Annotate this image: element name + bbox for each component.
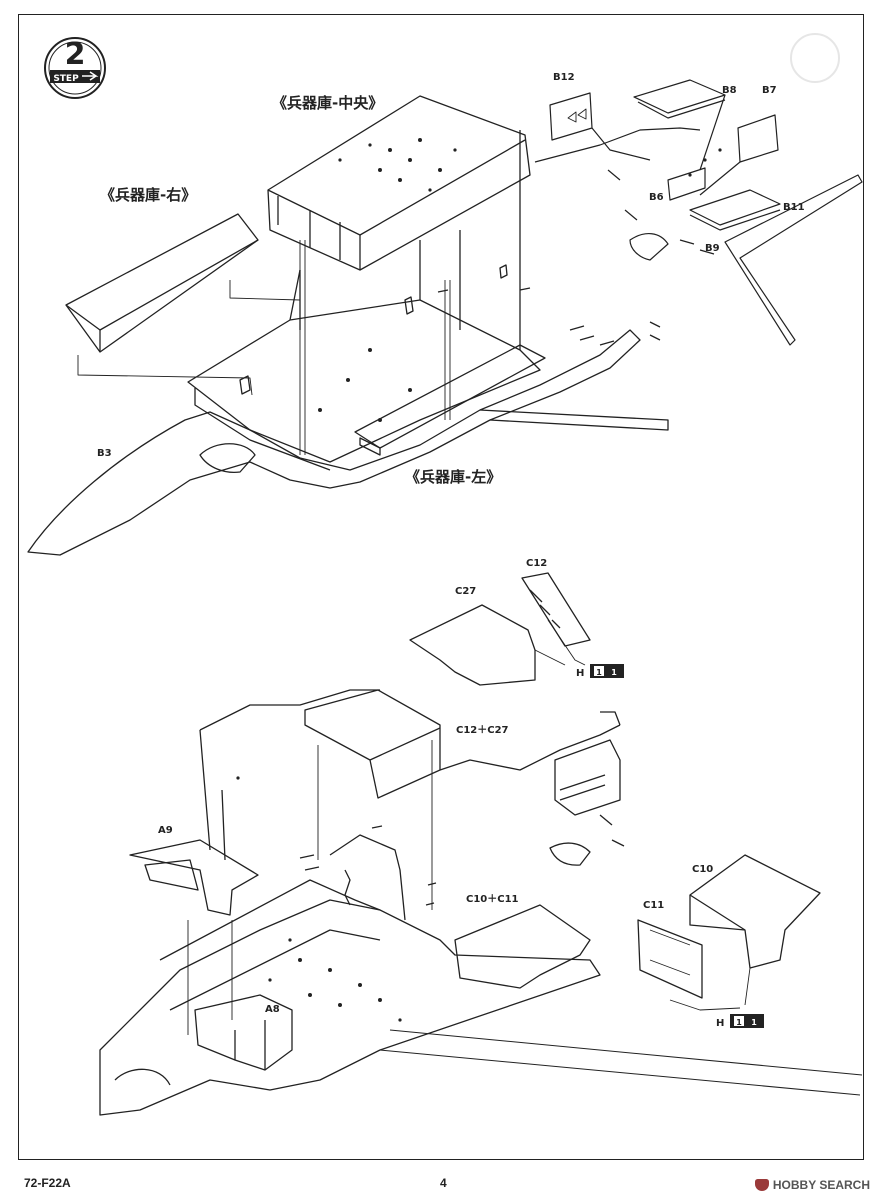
part-label-c11: C11 bbox=[643, 900, 664, 911]
bay-label-left: 《兵器庫-左》 bbox=[405, 468, 501, 486]
part-c12-c27 bbox=[304, 689, 441, 799]
part-label-c12-c27: C12＋C27 bbox=[456, 724, 509, 736]
part-a9 bbox=[129, 839, 259, 916]
part-label-b3: B3 bbox=[97, 448, 112, 459]
part-c10 bbox=[689, 854, 821, 969]
part-label-b6: B6 bbox=[649, 192, 664, 203]
bay-label-center: 《兵器庫-中央》 bbox=[272, 94, 383, 112]
lower-fuselage-outline bbox=[99, 899, 601, 1116]
part-label-a8: A8 bbox=[265, 1004, 280, 1015]
watermark: HOBBY SEARCH bbox=[754, 1178, 870, 1192]
part-a8 bbox=[194, 994, 293, 1071]
right-bay-box bbox=[65, 213, 259, 353]
part-label-b11: B11 bbox=[783, 202, 805, 213]
plane-arrow-icon bbox=[82, 71, 99, 81]
part-label-b12: B12 bbox=[553, 72, 575, 83]
part-label-c12: C12 bbox=[526, 558, 547, 569]
svg-text:H: H bbox=[576, 668, 584, 679]
part-label-c10: C10 bbox=[692, 864, 713, 875]
model-code: 72-F22A bbox=[24, 1176, 71, 1190]
bay-label-right: 《兵器庫-右》 bbox=[100, 186, 196, 204]
part-c10-c11-installed bbox=[454, 904, 591, 989]
part-label-b8: B8 bbox=[722, 85, 737, 96]
fuselage-outline bbox=[27, 329, 641, 556]
svg-text:1: 1 bbox=[751, 1018, 757, 1027]
svg-text:1: 1 bbox=[596, 668, 602, 677]
svg-text:1: 1 bbox=[736, 1018, 742, 1027]
paint-ref-lower: H 1 1 bbox=[716, 1014, 764, 1029]
part-c27 bbox=[409, 604, 536, 686]
part-label-c10-c11: C10＋C11 bbox=[466, 893, 519, 905]
page-number: 4 bbox=[440, 1176, 447, 1190]
part-label-a9: A9 bbox=[158, 825, 173, 836]
step-label: STEP bbox=[53, 74, 79, 84]
ghost-badge-icon bbox=[790, 33, 840, 83]
part-b11-b9 bbox=[689, 189, 781, 226]
step-badge: 2 STEP bbox=[44, 37, 106, 99]
part-b8 bbox=[633, 79, 726, 114]
part-b7 bbox=[737, 114, 779, 163]
hobbysearch-logo-icon bbox=[754, 1179, 769, 1191]
svg-text:1: 1 bbox=[611, 668, 617, 677]
step-number: 2 bbox=[65, 37, 86, 72]
svg-text:H: H bbox=[716, 1018, 724, 1029]
watermark-text: HOBBY SEARCH bbox=[772, 1178, 870, 1192]
part-c11 bbox=[637, 919, 703, 999]
part-label-c27: C27 bbox=[455, 586, 476, 597]
center-bay-box bbox=[267, 95, 531, 271]
part-c12 bbox=[521, 572, 591, 647]
instruction-sheet-frame bbox=[18, 14, 864, 1160]
part-label-b7: B7 bbox=[762, 85, 777, 96]
paint-ref-upper: H 1 1 bbox=[576, 664, 624, 679]
part-label-b9: B9 bbox=[705, 243, 720, 254]
